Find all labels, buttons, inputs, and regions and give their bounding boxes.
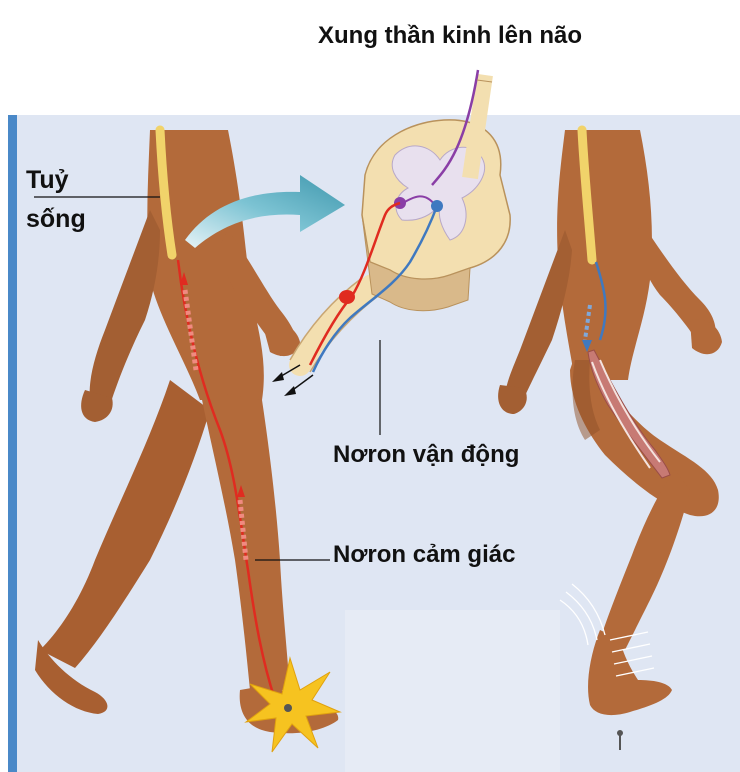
left-accent-bar: [8, 115, 17, 772]
tack: [284, 704, 292, 712]
dorsal-root-ganglion: [339, 290, 355, 304]
motor-neuron-label: Nơron vận động: [333, 441, 519, 469]
spinal-cord-label-line1: Tuỷ: [26, 166, 69, 195]
brain-signal-label: Xung thần kinh lên não: [318, 22, 582, 50]
spinal-cord-label-line2: sống: [26, 205, 86, 234]
lighter-patch: [345, 610, 560, 772]
sensory-neuron-label: Nơron cảm giác: [333, 541, 515, 569]
